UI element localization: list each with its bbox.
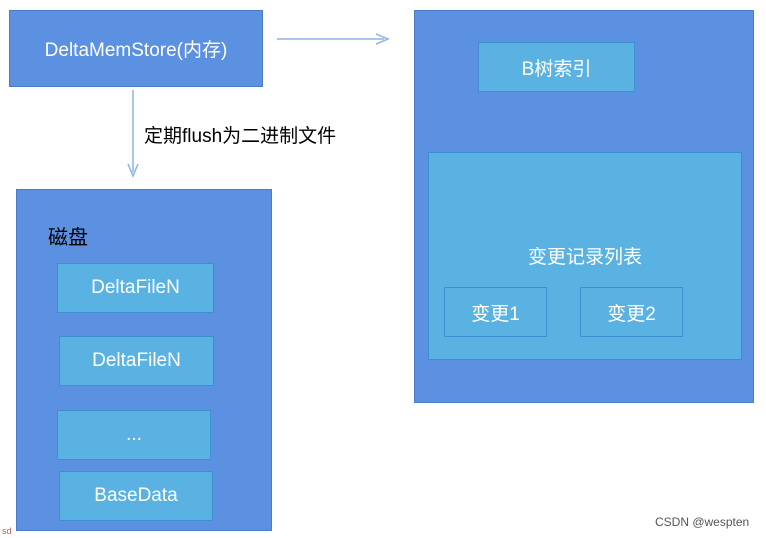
- memstore-label: DeltaMemStore(内存): [44, 40, 228, 61]
- disk-file-basedata: BaseData: [59, 471, 213, 521]
- change-item-2: 变更2: [580, 287, 683, 337]
- csdn-credit: CSDN @wespten: [655, 515, 750, 529]
- disk-file-ellipsis: ...: [57, 410, 211, 460]
- change-list-box: 变更记录列表 变更1 变更2: [428, 152, 742, 360]
- flush-label: 定期flush为二进制文件: [144, 126, 337, 147]
- disk-title: 磁盘: [48, 227, 88, 249]
- disk-file-2-label: DeltaFileN: [92, 350, 181, 371]
- change-item-1-label: 变更1: [471, 303, 520, 325]
- disk-file-ellipsis-label: ...: [126, 424, 142, 445]
- disk-file-2: DeltaFileN: [59, 336, 214, 386]
- memstore-to-index-arrow: [277, 33, 390, 45]
- index-panel: B树索引 变更记录列表 变更1 变更2: [414, 10, 754, 403]
- disk-file-basedata-label: BaseData: [94, 485, 178, 506]
- memstore-to-disk-arrow: [127, 90, 139, 178]
- disk-file-1-label: DeltaFileN: [91, 277, 180, 298]
- change-item-1: 变更1: [444, 287, 547, 337]
- memstore-box: DeltaMemStore(内存): [9, 10, 263, 87]
- change-item-2-label: 变更2: [607, 303, 656, 325]
- btree-index-box: B树索引: [478, 42, 635, 92]
- disk-box: 磁盘 DeltaFileN DeltaFileN ... BaseData: [16, 189, 272, 531]
- disk-file-1: DeltaFileN: [57, 263, 214, 313]
- change-list-title: 变更记录列表: [527, 246, 642, 268]
- corner-mark: sd: [2, 526, 12, 536]
- btree-index-label: B树索引: [521, 58, 592, 80]
